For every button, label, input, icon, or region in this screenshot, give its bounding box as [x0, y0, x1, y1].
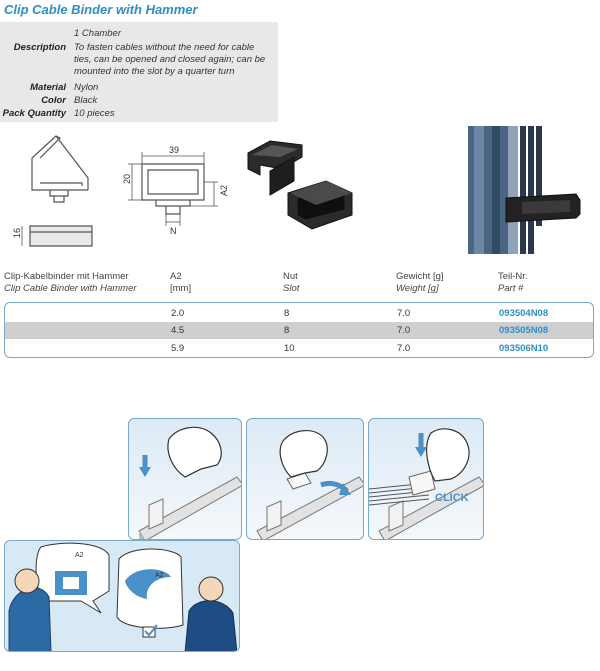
spec-label: Pack Quantity — [2, 108, 66, 119]
header-de: Nut — [283, 271, 298, 282]
person-right-avatar — [198, 576, 224, 602]
table-header-name: Clip-Kabelbinder mit Hammer Clip Cable B… — [4, 271, 137, 295]
cell-part: 093506N10 — [499, 343, 549, 354]
header-de: Gewicht [g] — [396, 271, 444, 282]
header-en: Part # — [498, 283, 524, 294]
table-row: 5.9 10 7.0 093506N10 — [5, 340, 593, 357]
cell-part: 093504N08 — [499, 308, 549, 319]
checkbox-icon — [142, 626, 156, 638]
table-row: 2.0 8 7.0 093504N08 — [5, 305, 593, 322]
dim-height-label: 20 — [122, 174, 132, 184]
table-header-part: Teil-Nr. Part # — [498, 271, 528, 295]
spec-box: 1 Chamber Description To fasten cables w… — [0, 22, 278, 122]
data-table: 2.0 8 7.0 093504N08 4.5 8 7.0 093505N08 … — [4, 302, 594, 358]
person-left-avatar — [14, 568, 40, 594]
table-header-slot: Nut Slot — [283, 271, 299, 295]
side-view-drawing: 16 — [12, 135, 93, 247]
table-header-weight: Gewicht [g] Weight [g] — [396, 271, 444, 295]
spec-value: 1 Chamber — [74, 28, 121, 39]
header-de: Clip-Kabelbinder mit Hammer — [4, 271, 129, 282]
cell-slot: 8 — [284, 308, 290, 319]
front-view-drawing: 39 20 A2 N — [122, 145, 229, 236]
spec-label: Color — [41, 95, 66, 106]
step-3-illustration: CLICK — [369, 428, 483, 539]
mounting-step-1 — [128, 418, 242, 540]
step-1-illustration — [138, 426, 241, 539]
cell-a2: 2.0 — [171, 308, 185, 319]
spec-value: Nylon — [74, 82, 99, 93]
cell-slot: 10 — [284, 343, 295, 354]
step-2-illustration — [256, 430, 363, 539]
product-photo — [247, 140, 353, 230]
spec-label: Description — [13, 42, 66, 53]
profile-photo — [466, 126, 586, 254]
callout-a2-right: A2 — [155, 572, 164, 579]
header-de: Teil-Nr. — [498, 271, 528, 282]
dim-n-label: N — [170, 226, 177, 236]
phone-call-illustration: A2 A2 — [8, 542, 238, 651]
dim-width-label: 39 — [169, 145, 179, 155]
cell-part: 093505N08 — [499, 325, 549, 336]
page-title: Clip Cable Binder with Hammer — [4, 2, 198, 17]
cell-slot: 8 — [284, 325, 290, 336]
header-en: Weight [g] — [396, 283, 439, 294]
cell-a2: 4.5 — [171, 325, 185, 336]
spec-label: Material — [30, 82, 66, 93]
cell-weight: 7.0 — [397, 343, 411, 354]
cell-weight: 7.0 — [397, 325, 411, 336]
phone-call-panel: A2 A2 — [4, 540, 240, 652]
callout-a2-left: A2 — [75, 552, 84, 559]
header-en: Clip Cable Binder with Hammer — [4, 283, 137, 294]
mounting-step-2 — [246, 418, 364, 540]
cell-weight: 7.0 — [397, 308, 411, 319]
mounting-step-3: CLICK — [368, 418, 484, 540]
spec-value: Black — [74, 95, 98, 106]
spec-value: To fasten cables without the need for ca… — [74, 42, 266, 77]
header-en: [mm] — [170, 283, 192, 294]
spec-value: 10 pieces — [74, 108, 115, 119]
table-header-a2: A2 [mm] — [170, 271, 191, 295]
header-en: Slot — [283, 283, 300, 294]
cell-a2: 5.9 — [171, 343, 185, 354]
header-de: A2 — [170, 271, 182, 282]
dim-side-label: 16 — [12, 228, 22, 238]
dim-a2-label: A2 — [219, 185, 229, 196]
click-label: CLICK — [435, 492, 469, 504]
table-row: 4.5 8 7.0 093505N08 — [5, 322, 593, 339]
